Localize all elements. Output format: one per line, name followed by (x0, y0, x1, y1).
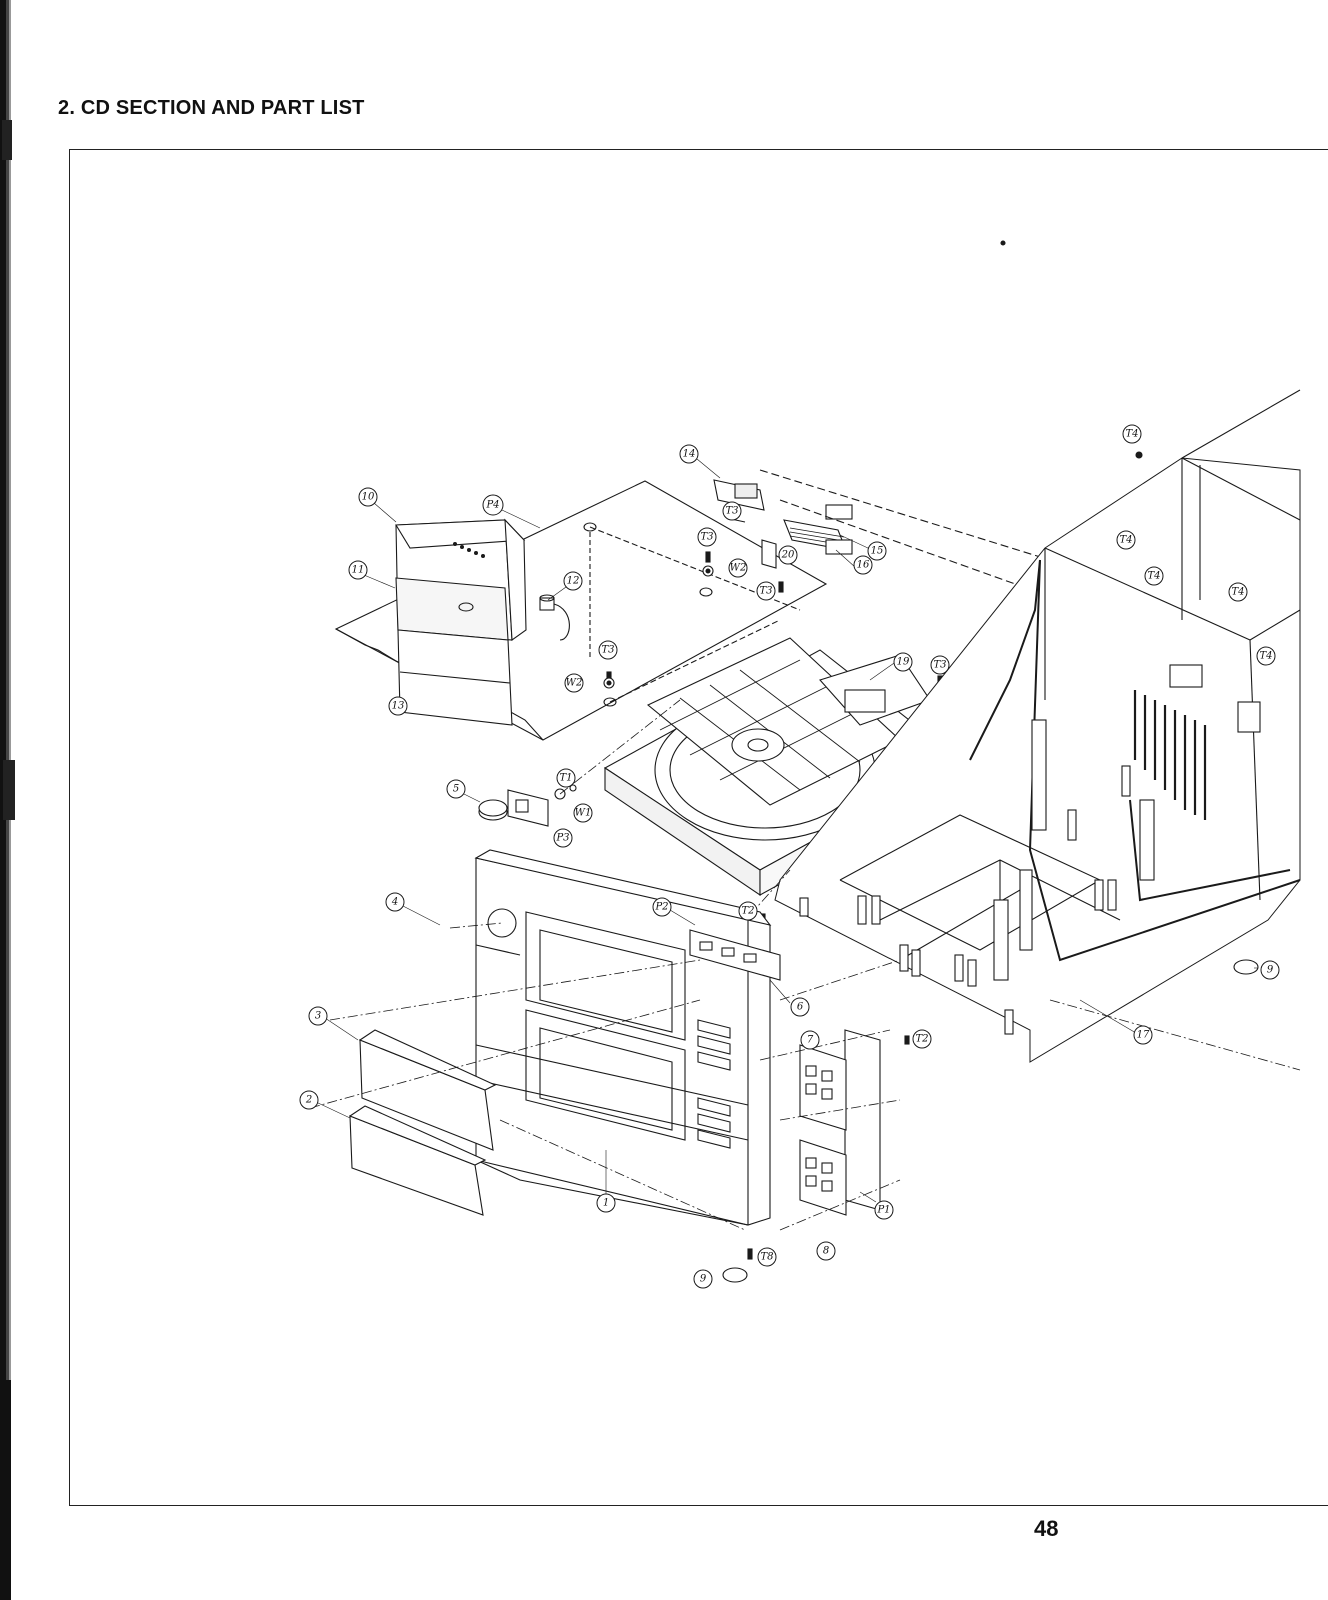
svg-text:T4: T4 (1119, 535, 1132, 546)
svg-text:W2: W2 (730, 563, 747, 574)
callout-T4-d: T4 (1228, 582, 1248, 602)
jack-board (478, 784, 577, 827)
svg-text:T1: T1 (559, 773, 572, 784)
callout-T3-b: T3 (697, 527, 717, 547)
callout-1: 1 (596, 1193, 616, 1213)
svg-text:1: 1 (603, 1198, 609, 1209)
svg-text:6: 6 (797, 1002, 804, 1013)
svg-text:T4: T4 (1147, 571, 1160, 582)
callout-9-a: 9 (693, 1269, 713, 1289)
callout-labels: 10 11 12 13 P4 14 15 16 20 T3 T3 T3 T3 T… (299, 424, 1280, 1289)
svg-text:P1: P1 (876, 1205, 890, 1216)
svg-text:T2: T2 (915, 1034, 928, 1045)
callout-8: 8 (816, 1241, 836, 1261)
callout-14: 14 (679, 444, 699, 464)
svg-text:T2: T2 (741, 906, 754, 917)
p2-board (689, 929, 781, 981)
callout-17: 17 (1133, 1025, 1153, 1045)
callout-T4-c: T4 (1144, 566, 1164, 586)
callout-P2: P2 (652, 897, 672, 917)
svg-text:T3: T3 (725, 506, 738, 517)
diagram-frame (69, 149, 1328, 1506)
callout-T8: T8 (757, 1247, 777, 1267)
svg-text:10: 10 (362, 492, 375, 503)
callout-20: 20 (778, 545, 798, 565)
callout-T3-e: T3 (930, 655, 950, 675)
door-panels (348, 1029, 497, 1216)
callout-P1: P1 (874, 1200, 894, 1220)
chassis (774, 389, 1301, 1063)
svg-text:7: 7 (807, 1035, 814, 1046)
callout-11: 11 (348, 560, 368, 580)
svg-text:P2: P2 (654, 902, 668, 913)
svg-text:T3: T3 (601, 645, 614, 656)
svg-text:T4: T4 (1125, 429, 1138, 440)
callout-T3-c: T3 (756, 581, 776, 601)
svg-text:9: 9 (1267, 965, 1274, 976)
callout-P4: P4 (482, 494, 504, 516)
callout-6: 6 (790, 997, 810, 1017)
svg-text:P4: P4 (485, 500, 499, 511)
svg-text:12: 12 (567, 576, 580, 587)
callout-5: 5 (446, 779, 466, 799)
svg-text:T3: T3 (700, 532, 713, 543)
front-cabinet (474, 849, 772, 1283)
callout-T3-a: T3 (722, 501, 742, 521)
page-number: 48 (1034, 1516, 1059, 1541)
svg-text:P3: P3 (555, 833, 569, 844)
svg-text:15: 15 (871, 546, 884, 557)
callout-10: 10 (358, 487, 378, 507)
svg-text:11: 11 (352, 565, 365, 576)
callout-15: 15 (867, 541, 887, 561)
callout-9-b: 9 (1260, 960, 1280, 980)
callout-T3-d: T3 (598, 640, 618, 660)
callout-T4-e: T4 (1256, 646, 1276, 666)
svg-text:3: 3 (315, 1011, 321, 1022)
callout-W1: W1 (573, 803, 593, 823)
svg-text:4: 4 (391, 897, 398, 908)
connector-assembly (713, 469, 1061, 601)
callout-16: 16 (853, 555, 873, 575)
callout-T2-b: T2 (912, 1029, 932, 1049)
callout-3: 3 (308, 1006, 328, 1026)
svg-text:8: 8 (823, 1246, 829, 1257)
svg-text:T3: T3 (759, 586, 772, 597)
callout-P3: P3 (553, 828, 573, 848)
svg-text:W1: W1 (575, 808, 592, 819)
callout-7: 7 (800, 1030, 820, 1050)
callout-leaders (315, 458, 1258, 1203)
callout-19: 19 (893, 652, 913, 672)
svg-text:19: 19 (897, 657, 910, 668)
svg-text:17: 17 (1137, 1030, 1150, 1041)
callout-T2-a: T2 (738, 901, 758, 921)
svg-text:2: 2 (305, 1095, 312, 1106)
svg-text:9: 9 (700, 1274, 707, 1285)
svg-text:T4: T4 (1231, 587, 1244, 598)
page-title: 2. CD SECTION AND PART LIST (58, 97, 365, 119)
svg-text:W2: W2 (566, 678, 583, 689)
svg-text:5: 5 (453, 784, 459, 795)
p1-board (799, 1029, 881, 1216)
callout-T4-a: T4 (1122, 424, 1142, 444)
callout-4: 4 (385, 892, 405, 912)
callout-W2-a: W2 (728, 558, 748, 578)
callout-T1: T1 (556, 768, 576, 788)
svg-text:T4: T4 (1259, 651, 1272, 662)
svg-text:13: 13 (392, 701, 405, 712)
callout-T4-b: T4 (1116, 530, 1136, 550)
svg-text:16: 16 (857, 560, 870, 571)
svg-text:T3: T3 (933, 660, 946, 671)
callout-2: 2 (299, 1090, 319, 1110)
svg-text:T8: T8 (760, 1252, 773, 1263)
callout-W2-b: W2 (564, 673, 584, 693)
svg-text:14: 14 (683, 449, 696, 460)
callout-12: 12 (563, 571, 583, 591)
callout-13: 13 (388, 696, 408, 716)
scan-binding-edge (0, 0, 15, 1600)
assembly-lines (309, 699, 1301, 1231)
svg-text:20: 20 (781, 550, 795, 561)
